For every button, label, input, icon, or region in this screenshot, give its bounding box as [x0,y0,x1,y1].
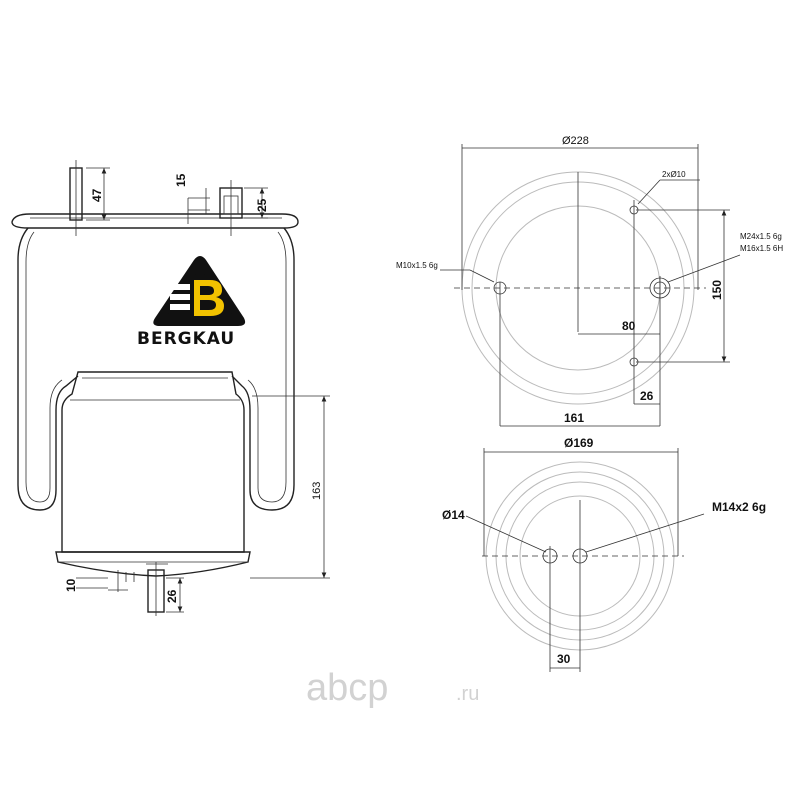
dim-15-label: 15 [174,173,188,187]
watermark-main: abcp [306,667,388,709]
dim-80-label: 80 [622,319,636,333]
dim-161-label: 161 [564,411,584,425]
thread-m24-label: M24x1.5 6g [740,232,782,241]
dim-30-label: 30 [557,652,571,666]
dim-26-label: 26 [165,589,179,603]
hole-14-label: Ø14 [442,508,465,522]
watermark-suffix: .ru [456,683,479,705]
thread-m14-label: M14x2 6g [712,500,766,514]
thread-m14-icon [572,548,588,564]
dim-26-top-label: 26 [640,389,654,403]
diameter-228-label: Ø228 [562,135,589,147]
diameter-169-label: Ø169 [564,436,594,450]
thread-m16-label: M16x1.5 6H [740,244,783,253]
bergkau-logo [153,256,246,326]
dim-47-label: 47 [90,188,104,202]
bottom-plan-view: Ø169 Ø14 M14x2 6g 30 [442,436,766,672]
brand-name: BERGKAU [137,329,235,349]
side-view: 47 15 25 163 10 26 [11,160,330,616]
dim-25-label: 25 [255,198,269,212]
dim-163-label: 163 [311,482,323,500]
holes-2x10-label: 2xØ10 [662,170,686,179]
dim-10-label: 10 [64,578,78,592]
thread-m10-label: M10x1.5 6g [396,261,438,270]
watermark: abcp .ru [306,667,479,709]
top-plan-view: Ø228 2xØ10 M10x1.5 6g M24x1.5 6g M16x1.5… [396,135,783,427]
dim-150-label: 150 [710,280,724,300]
